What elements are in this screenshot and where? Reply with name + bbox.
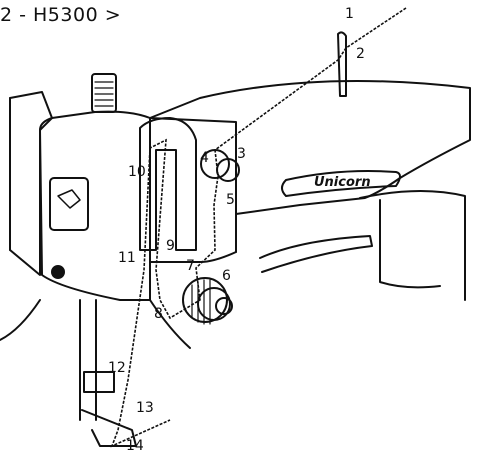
callout-13: 13 bbox=[136, 400, 154, 416]
callout-9: 9 bbox=[166, 238, 175, 254]
rear-box bbox=[9, 91, 53, 276]
presser-foot bbox=[81, 409, 137, 447]
figure-title: 2 - H5300 > bbox=[0, 4, 122, 26]
head-side bbox=[149, 117, 237, 263]
machine-column bbox=[359, 189, 466, 301]
take-up-lever bbox=[139, 117, 197, 251]
machine-arm bbox=[149, 79, 471, 215]
knee-plate bbox=[259, 235, 373, 273]
needle-clamp bbox=[83, 371, 115, 393]
brand-plate bbox=[281, 170, 401, 197]
callout-5: 5 bbox=[226, 192, 235, 208]
callout-7: 7 bbox=[186, 258, 195, 274]
lower-tension-knob bbox=[182, 277, 228, 323]
callout-11: 11 bbox=[118, 250, 136, 266]
callout-1: 1 bbox=[345, 6, 354, 22]
presser-bar bbox=[79, 299, 97, 421]
faceplate-hole bbox=[51, 265, 65, 279]
callout-8: 8 bbox=[154, 306, 163, 322]
callout-2: 2 bbox=[356, 46, 365, 62]
faceplate bbox=[39, 110, 151, 301]
callout-12: 12 bbox=[108, 360, 126, 376]
brand-label: Unicorn bbox=[314, 175, 371, 190]
faceplate-badge bbox=[49, 177, 89, 231]
callout-10: 10 bbox=[128, 164, 146, 180]
callout-3: 3 bbox=[237, 146, 246, 162]
callout-4: 4 bbox=[200, 150, 209, 166]
bed-line bbox=[0, 299, 191, 349]
top-knob bbox=[91, 73, 117, 113]
thread-guide-post bbox=[337, 31, 347, 97]
thread-path bbox=[110, 7, 407, 448]
callout-14: 14 bbox=[126, 438, 144, 454]
callout-6: 6 bbox=[222, 268, 231, 284]
